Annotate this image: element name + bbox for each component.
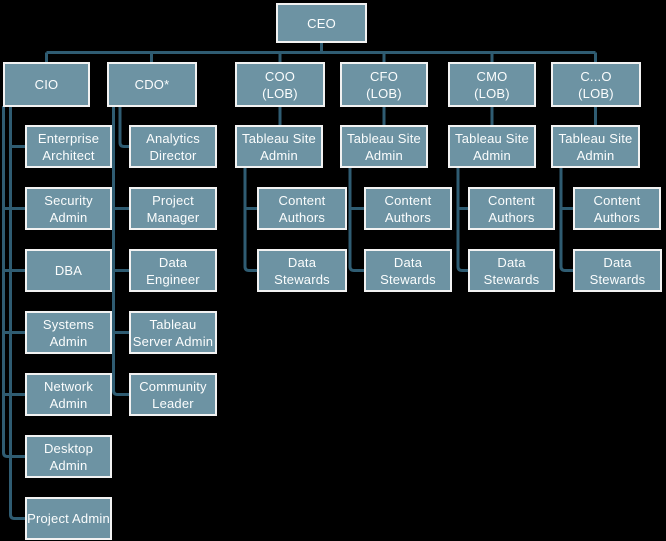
box-desktop-admin: Desktop Admin [25,435,112,478]
box-cxo-tableau-site-admin: Tableau Site Admin [551,125,640,168]
box-cxo-lob: C...O (LOB) [551,62,641,107]
connector-site-admin-stubs [278,105,597,127]
box-cmo-content-authors: Content Authors [468,187,555,230]
box-ceo: CEO [276,3,367,43]
box-cmo-tableau-site-admin: Tableau Site Admin [448,125,536,168]
box-cfo-data-stewards: Data Stewards [364,249,452,292]
box-dba: DBA [25,249,112,292]
box-cxo-content-authors: Content Authors [573,187,661,230]
box-project-manager: Project Manager [129,187,217,230]
connector-cfo-branch [348,166,365,272]
box-cfo-lob: CFO (LOB) [340,62,428,107]
connector-coo-branch [243,166,258,272]
box-coo-lob: COO (LOB) [235,62,325,107]
box-data-engineer: Data Engineer [129,249,217,292]
box-network-admin: Network Admin [25,373,112,416]
connector-cxo-branch [559,166,574,272]
box-systems-admin: Systems Admin [25,311,112,354]
box-coo-content-authors: Content Authors [257,187,347,230]
box-project-admin: Project Admin [25,497,112,540]
box-analytics-director: Analytics Director [129,125,217,168]
box-cfo-content-authors: Content Authors [364,187,452,230]
connector-cmo-branch [456,166,469,272]
box-cfo-tableau-site-admin: Tableau Site Admin [340,125,428,168]
box-coo-tableau-site-admin: Tableau Site Admin [235,125,323,168]
box-cmo-lob: CMO (LOB) [448,62,536,107]
box-enterprise-architect: Enterprise Architect [25,125,112,168]
box-cio: CIO [3,62,90,107]
box-security-admin: Security Admin [25,187,112,230]
connector-cio-branch [2,106,26,520]
box-tableau-server-admin: Tableau Server Admin [129,311,217,354]
box-community-leader: Community Leader [129,373,217,416]
connector-executive-drops [45,52,597,63]
box-cxo-data-stewards: Data Stewards [573,249,662,292]
box-cmo-data-stewards: Data Stewards [468,249,555,292]
box-coo-data-stewards: Data Stewards [257,249,347,292]
connector-cdo-branch [112,106,130,396]
box-cdo: CDO* [107,62,197,107]
